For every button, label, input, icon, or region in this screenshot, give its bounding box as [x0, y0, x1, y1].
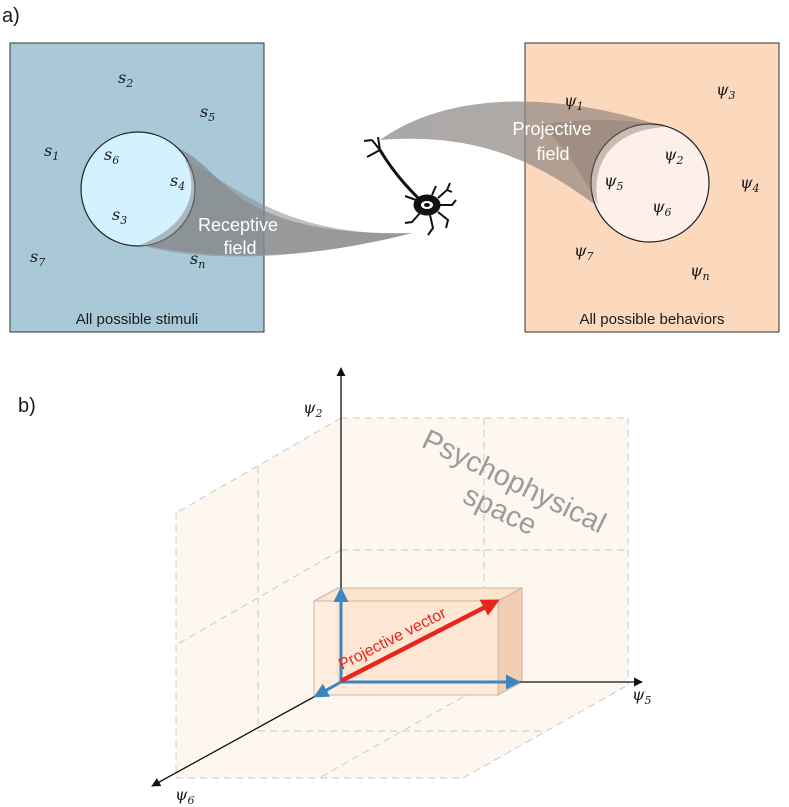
panel-a-label: a) [2, 5, 20, 27]
stimulus-label: sn [190, 249, 205, 271]
stimulus-label: s3 [112, 205, 127, 227]
behavior-label: ψ1 [564, 91, 584, 113]
projective-vector-arrow [339, 599, 500, 684]
receptive-field-label: Receptive field [198, 215, 278, 258]
axis-label-psi6: ψ6 [175, 785, 195, 807]
projective-field-circle [590, 123, 710, 243]
behavior-label: ψ7 [574, 241, 594, 263]
stimulus-label: s1 [44, 141, 59, 163]
stimulus-label: s2 [118, 68, 133, 90]
stimulus-label: s4 [170, 171, 185, 193]
behavior-label: ψ2 [664, 145, 684, 167]
receptive-field-label-line1: Receptive [198, 215, 278, 235]
stimulus-labels: s2 s5 s1 s6 s4 s3 s7 sn [30, 68, 215, 271]
stimuli-box-caption: All possible stimuli [76, 311, 199, 328]
behaviors-box-caption: All possible behaviors [579, 311, 724, 328]
projective-field-label-line2: field [536, 144, 569, 164]
stimulus-label: s7 [30, 247, 45, 269]
component-vectors [313, 587, 521, 698]
projective-field-cone-overlay [540, 119, 665, 205]
neuron-icon [363, 136, 457, 236]
behavior-label: ψ5 [604, 171, 624, 193]
behavior-label: ψ4 [740, 173, 760, 195]
behaviors-box: All possible behaviors [524, 42, 780, 333]
axis-label-psi2: ψ2 [303, 398, 323, 420]
projective-field-label: Projective field [512, 119, 591, 164]
behavior-label: ψ6 [652, 197, 672, 219]
receptive-field-cone-overlay [140, 160, 412, 257]
psychophysical-space [175, 417, 629, 779]
behavior-label: ψn [690, 261, 710, 283]
panel-b-label: b) [18, 395, 36, 417]
projective-field-label-line1: Projective [512, 119, 591, 139]
behavior-labels: ψ1 ψ3 ψ2 ψ5 ψ4 ψ6 ψ7 ψn [564, 80, 760, 283]
receptive-field-label-line2: field [223, 238, 256, 258]
behavior-label: ψ3 [716, 80, 736, 102]
stimulus-label: s6 [104, 145, 119, 167]
axis-label-psi5: ψ5 [632, 685, 652, 707]
axis-psi6 [151, 681, 342, 787]
stimulus-label: s5 [200, 102, 215, 124]
